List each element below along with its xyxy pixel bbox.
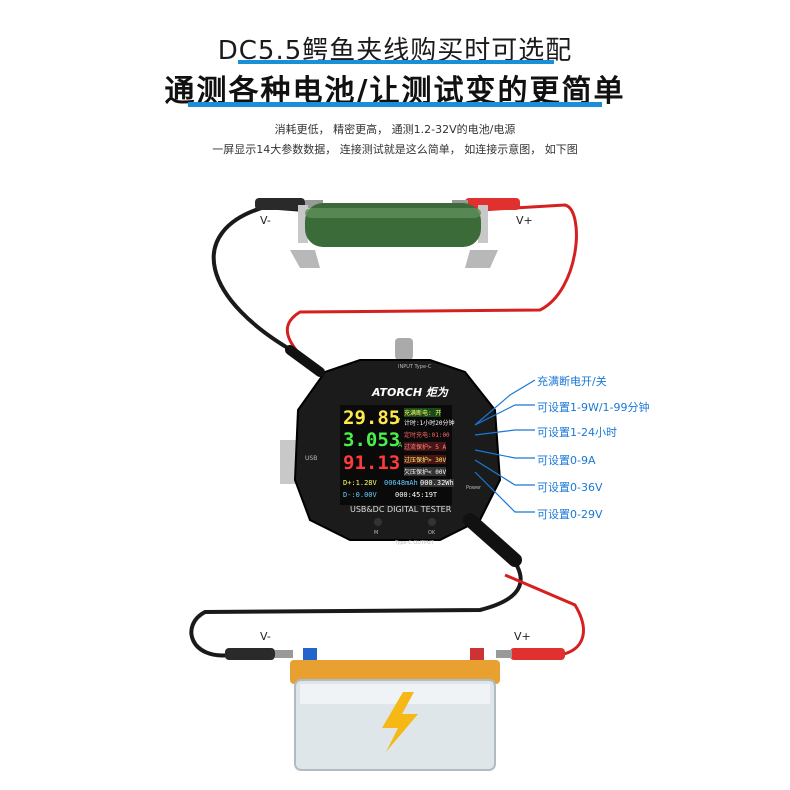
description-line-2: 一屏显示14大参数数据， 连接测试就是这么简单， 如连接示意图， 如下图 [212,143,578,156]
title-underline [238,60,554,64]
clip-bottom-red [496,648,565,660]
main-title: DC5.5鳄鱼夹线购买时可选配 [217,36,573,66]
port-bottom-label: Type-C OUTPUT [395,540,434,546]
screen-row-3: 定时充电:01:00 [404,432,450,439]
screen-mah: 00648mAh [384,479,418,487]
subtitle-underline [188,102,602,107]
screen-row-2: 计时:1小时20分钟 [404,420,455,427]
label-top-plus: V+ [516,214,533,227]
subtitle: 通测各种电池/让测试变的更简单 [164,74,626,109]
annotation-3: 可设置1-24小时 [537,426,617,439]
screen-time: 000:45:19T [395,491,438,499]
screen-row-4: 过流保护> 5 A [404,442,447,451]
resistor [290,203,498,268]
label-bottom-minus: V- [260,630,271,643]
label-top-minus: V- [260,214,271,227]
screen-voltage-unit: V [396,417,401,425]
port-left-label: USB [305,455,318,462]
screen-wh: 000.32Wh [420,479,454,487]
screen-row-6: 欠压保护< 00V [404,467,447,476]
screen-power: 91.13 [343,452,401,474]
power-label: Power [466,485,482,491]
button-m: M [374,530,379,536]
clip-top-black [255,198,323,210]
screen-row-5: 过压保护> 30V [404,455,447,464]
black-wire-top [211,204,306,357]
annotation-6: 可设置0-29V [537,508,603,521]
annotation-2: 可设置1-9W/1-99分钟 [537,401,650,414]
screen-voltage: 29.85 [343,407,401,429]
description-line-1: 消耗更低， 精密更高， 通测1.2-32V的电池/电源 [274,123,516,136]
annotation-5: 可设置0-36V [537,481,603,494]
screen-row-1: 充满断电: 开 [404,408,442,417]
screen-dplus: D+:1.28V [343,479,377,487]
screen-current: 3.053 [343,429,401,451]
annotation-4: 可设置0-9A [537,454,596,467]
battery [290,648,500,771]
device-brand: ATORCH 炬为 [372,386,448,399]
label-bottom-plus: V+ [514,630,531,643]
annotation-lines [474,379,536,513]
port-top-label: INPUT Type-C [398,364,432,370]
button-ok: OK [428,530,436,536]
tester-screen: 29.85 V 3.053 A 91.13 充满断电: 开 计时:1小时20分钟… [340,405,455,505]
annotation-1: 充满断电开/关 [537,375,607,388]
black-wire-bottom [189,538,523,658]
clip-bottom-black [225,648,293,660]
screen-current-unit: A [398,441,403,449]
device-model: USB&DC DIGITAL TESTER [350,505,452,514]
screen-dminus: D-:0.00V [343,491,377,499]
red-wire-bottom [504,573,585,657]
